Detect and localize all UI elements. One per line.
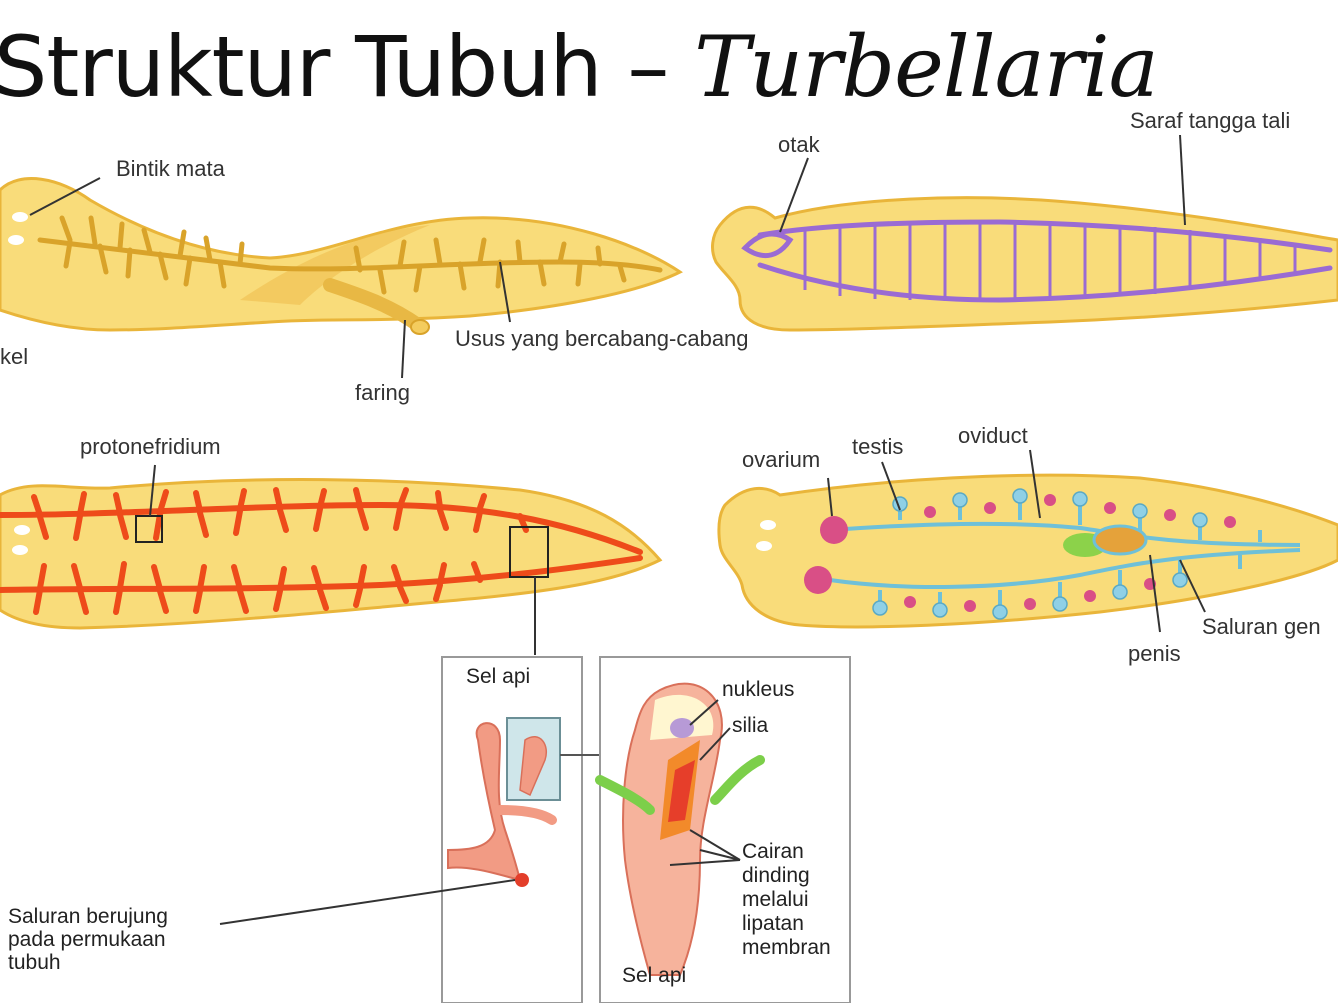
inset-frame xyxy=(442,657,582,1003)
label-saraf: Saraf tangga tali xyxy=(1130,108,1290,133)
label-penis: penis xyxy=(1128,641,1181,666)
label-saluran-3: tubuh xyxy=(8,951,61,974)
label-otak: otak xyxy=(778,132,821,157)
label-oviduct: oviduct xyxy=(958,423,1028,448)
eyespot-icon xyxy=(756,541,772,551)
pharynx-tip xyxy=(411,320,429,334)
pointer-line xyxy=(402,320,405,378)
worm-reproductive: ovarium testis oviduct penis Saluran gen xyxy=(719,423,1338,666)
label-sel-api-1: Sel api xyxy=(466,665,530,688)
eyespot-icon xyxy=(8,235,24,245)
inset-flame-cell-overview: Sel api xyxy=(442,657,618,1003)
label-silia: silia xyxy=(732,714,768,737)
worm-excretory: protonefridium xyxy=(0,434,660,655)
pore xyxy=(515,873,529,887)
label-nukleus: nukleus xyxy=(722,678,794,701)
eyespot-icon xyxy=(14,525,30,535)
eyespot-icon xyxy=(760,520,776,530)
label-protonefridium: protonefridium xyxy=(80,434,221,459)
eyespot-icon xyxy=(12,212,28,222)
genital-atrium xyxy=(1094,526,1146,554)
label-saluran-1: Saluran berujung xyxy=(8,905,168,928)
label-usus: Usus yang bercabang-cabang xyxy=(455,326,749,351)
label-sel-api-2: Sel api xyxy=(622,964,686,987)
eyespot-icon xyxy=(12,545,28,555)
label-saluran-2: pada permukaan xyxy=(8,928,166,951)
label-cairan-1: Cairan xyxy=(742,840,804,863)
label-saluran-genital: Saluran gen xyxy=(1202,614,1321,639)
label-aurikel: kel xyxy=(0,344,28,369)
worm-excretory-body xyxy=(0,480,660,628)
inset-flame-cell-detail: nukleus silia Cairan dinding melalui lip… xyxy=(600,657,850,1003)
label-ovarium: ovarium xyxy=(742,447,820,472)
nucleus xyxy=(670,718,694,738)
worm-digestive: Bintik mata kel faring Usus yang bercaba… xyxy=(0,156,749,405)
worm-nervous: otak Saraf tangga tali xyxy=(713,108,1338,330)
ovary xyxy=(820,516,848,544)
label-faring: faring xyxy=(355,380,410,405)
label-cairan-4: lipatan xyxy=(742,912,804,935)
label-bintik-mata: Bintik mata xyxy=(116,156,226,181)
label-cairan-2: dinding xyxy=(742,864,810,887)
ovary xyxy=(804,566,832,594)
pointer-line xyxy=(1180,135,1185,225)
label-cairan-5: membran xyxy=(742,936,831,959)
label-testis: testis xyxy=(852,434,903,459)
label-cairan-3: melalui xyxy=(742,888,809,911)
